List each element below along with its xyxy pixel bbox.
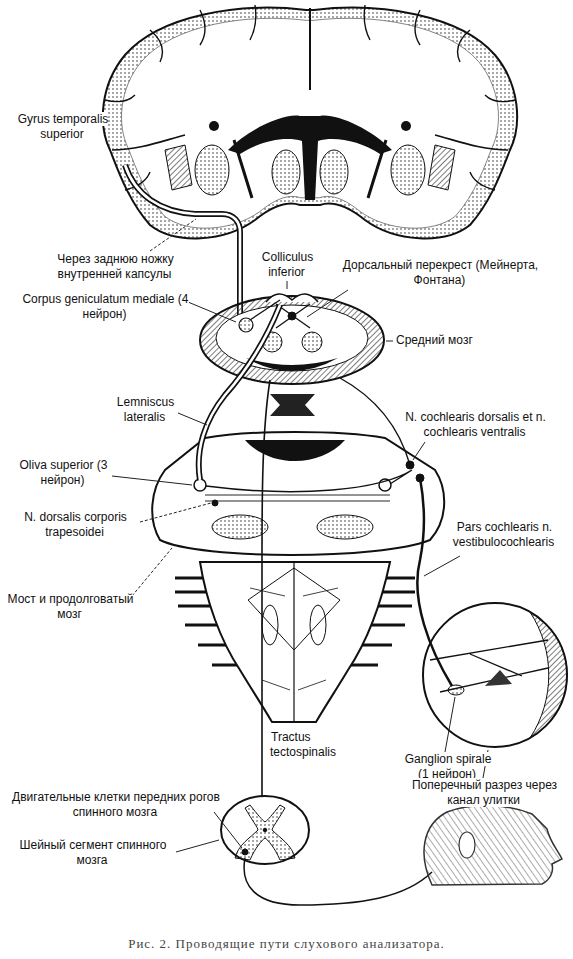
label-text: N. dorsalis corporis trapesoidei	[23, 510, 127, 539]
spiral-ganglion	[448, 685, 464, 695]
label-text: Дорсальный перекрест (Мейнерта, Фонтана)	[342, 258, 538, 287]
label-text: Lemniscus lateralis	[116, 395, 174, 424]
brainstem-dorsal-view	[175, 562, 415, 722]
anatomy-label: Через заднюю ножку внутренней капсулы	[25, 252, 205, 282]
midbrain-section	[200, 294, 384, 416]
label-text: Мост и продолговатый мозг	[7, 592, 134, 621]
leader-line	[413, 442, 425, 460]
leader-line	[178, 413, 207, 425]
leader-line	[214, 812, 242, 848]
leader-line	[386, 341, 393, 342]
head-profile	[424, 805, 562, 885]
cochlear-nuclei-fibres	[206, 378, 412, 492]
leader-line	[307, 290, 348, 317]
label-text: Tractus tectospinalis	[270, 730, 337, 759]
label-text: Gyrus temporalis superior	[17, 112, 109, 141]
dorsal-decussation	[250, 300, 310, 328]
ventricles	[228, 116, 392, 200]
ear	[459, 832, 475, 858]
tubercle	[262, 605, 278, 645]
scala-membranes	[430, 640, 548, 692]
cochlea-section	[417, 478, 567, 747]
leader-line	[176, 840, 219, 852]
label-text: Colliculus inferior	[261, 250, 313, 279]
cochlear-nerve	[417, 478, 452, 686]
spinal-cord-outline	[221, 796, 309, 864]
pontine-nuclei	[212, 515, 268, 539]
brainstem-isthmus	[270, 394, 315, 416]
anatomy-label: Дорсальный перекрест (Мейнерта, Фонтана)	[335, 258, 545, 288]
central-canal	[263, 828, 267, 832]
longitudinal-fissure	[309, 8, 311, 90]
motor-neuron	[242, 849, 248, 855]
striae	[250, 588, 338, 690]
midbrain-outer	[200, 296, 384, 384]
caudate-dot	[209, 121, 219, 131]
leader-line	[112, 476, 192, 485]
leader-line	[132, 548, 172, 596]
anatomy-label: Tractus tectospinalis	[270, 730, 355, 760]
caudate-dot	[401, 121, 411, 131]
brain-section	[103, 5, 517, 238]
anatomy-label: Pars cochlearis n. vestibulocochlearis	[440, 520, 568, 550]
anatomy-label: Двигательные клетки передних рогов спинн…	[8, 790, 223, 820]
grey-matter	[235, 805, 295, 860]
tectospinal-tract	[262, 380, 270, 797]
leader-line	[188, 302, 236, 322]
anatomy-label: Мост и продолговатый мозг	[5, 592, 135, 622]
anatomy-label: Gyrus temporalis superior	[5, 112, 120, 142]
bony-wall	[530, 612, 567, 738]
lentiform-nucleus	[195, 145, 229, 195]
thalamus	[320, 150, 348, 194]
label-text: Поперечный разрез через канал улитки	[411, 778, 557, 807]
anatomy-label: N. cochlearis dorsalis et n. cochlearis …	[385, 410, 565, 440]
superior-olive	[194, 479, 206, 491]
leader-line	[445, 697, 455, 752]
leader-line	[140, 503, 211, 522]
leader-line	[287, 281, 288, 289]
lentiform-nucleus	[391, 145, 425, 195]
label-text: Pars cochlearis n. vestibulocochlearis	[453, 520, 555, 549]
trapezoid-nucleus	[212, 500, 218, 506]
pons-outline	[152, 432, 444, 555]
caption-text: Рис. 2. Проводящие пути слухового анализ…	[128, 936, 445, 951]
median-sulcus	[293, 562, 294, 722]
spinal-cord-section	[221, 796, 432, 905]
head-outline	[424, 805, 562, 885]
pontine-nuclei	[317, 515, 373, 539]
motor-fibre	[244, 858, 432, 905]
label-text: Средний мозг	[395, 333, 474, 347]
colliculi	[266, 294, 318, 302]
anatomy-label: N. dorsalis corporis trapesoidei	[5, 510, 145, 540]
label-text: Через заднюю ножку внутренней капсулы	[56, 252, 173, 281]
anatomy-label: Colliculus inferior	[252, 250, 322, 280]
substantia-nigra	[246, 358, 338, 371]
anatomy-label: Шейный сегмент спинного мозга	[10, 838, 175, 868]
leader-line	[150, 219, 196, 251]
brain-outline	[103, 8, 517, 239]
figure-caption: Рис. 2. Проводящие пути слухового анализ…	[0, 936, 573, 952]
fourth-ventricle	[245, 440, 345, 461]
label-text: Corpus geniculatum mediale (4 нейрон)	[21, 292, 188, 321]
organ-of-corti	[485, 670, 512, 686]
anatomy-label: Lemniscus lateralis	[105, 395, 185, 425]
label-text: Oliva superior (3 нейрон)	[18, 458, 107, 487]
leader-line	[424, 556, 460, 576]
medulla-outline	[200, 562, 390, 722]
anatomy-label: Средний мозг	[395, 333, 505, 348]
label-text: Шейный сегмент спинного мозга	[18, 838, 166, 867]
anatomy-label: Поперечный разрез через канал улитки	[400, 778, 568, 808]
anatomy-label: Oliva superior (3 нейрон)	[8, 458, 118, 488]
label-text: Ganglion spirale (1 нейрон)	[404, 752, 492, 781]
label-text: N. cochlearis dorsalis et n. cochlearis …	[404, 410, 546, 439]
tubercle	[310, 605, 326, 645]
label-text: Двигательные клетки передних рогов спинн…	[11, 790, 220, 819]
red-nucleus	[302, 332, 322, 352]
thalamus	[272, 150, 300, 194]
trapezoid-body	[205, 495, 390, 501]
anatomy-label: Corpus geniculatum mediale (4 нейрон)	[5, 292, 205, 322]
